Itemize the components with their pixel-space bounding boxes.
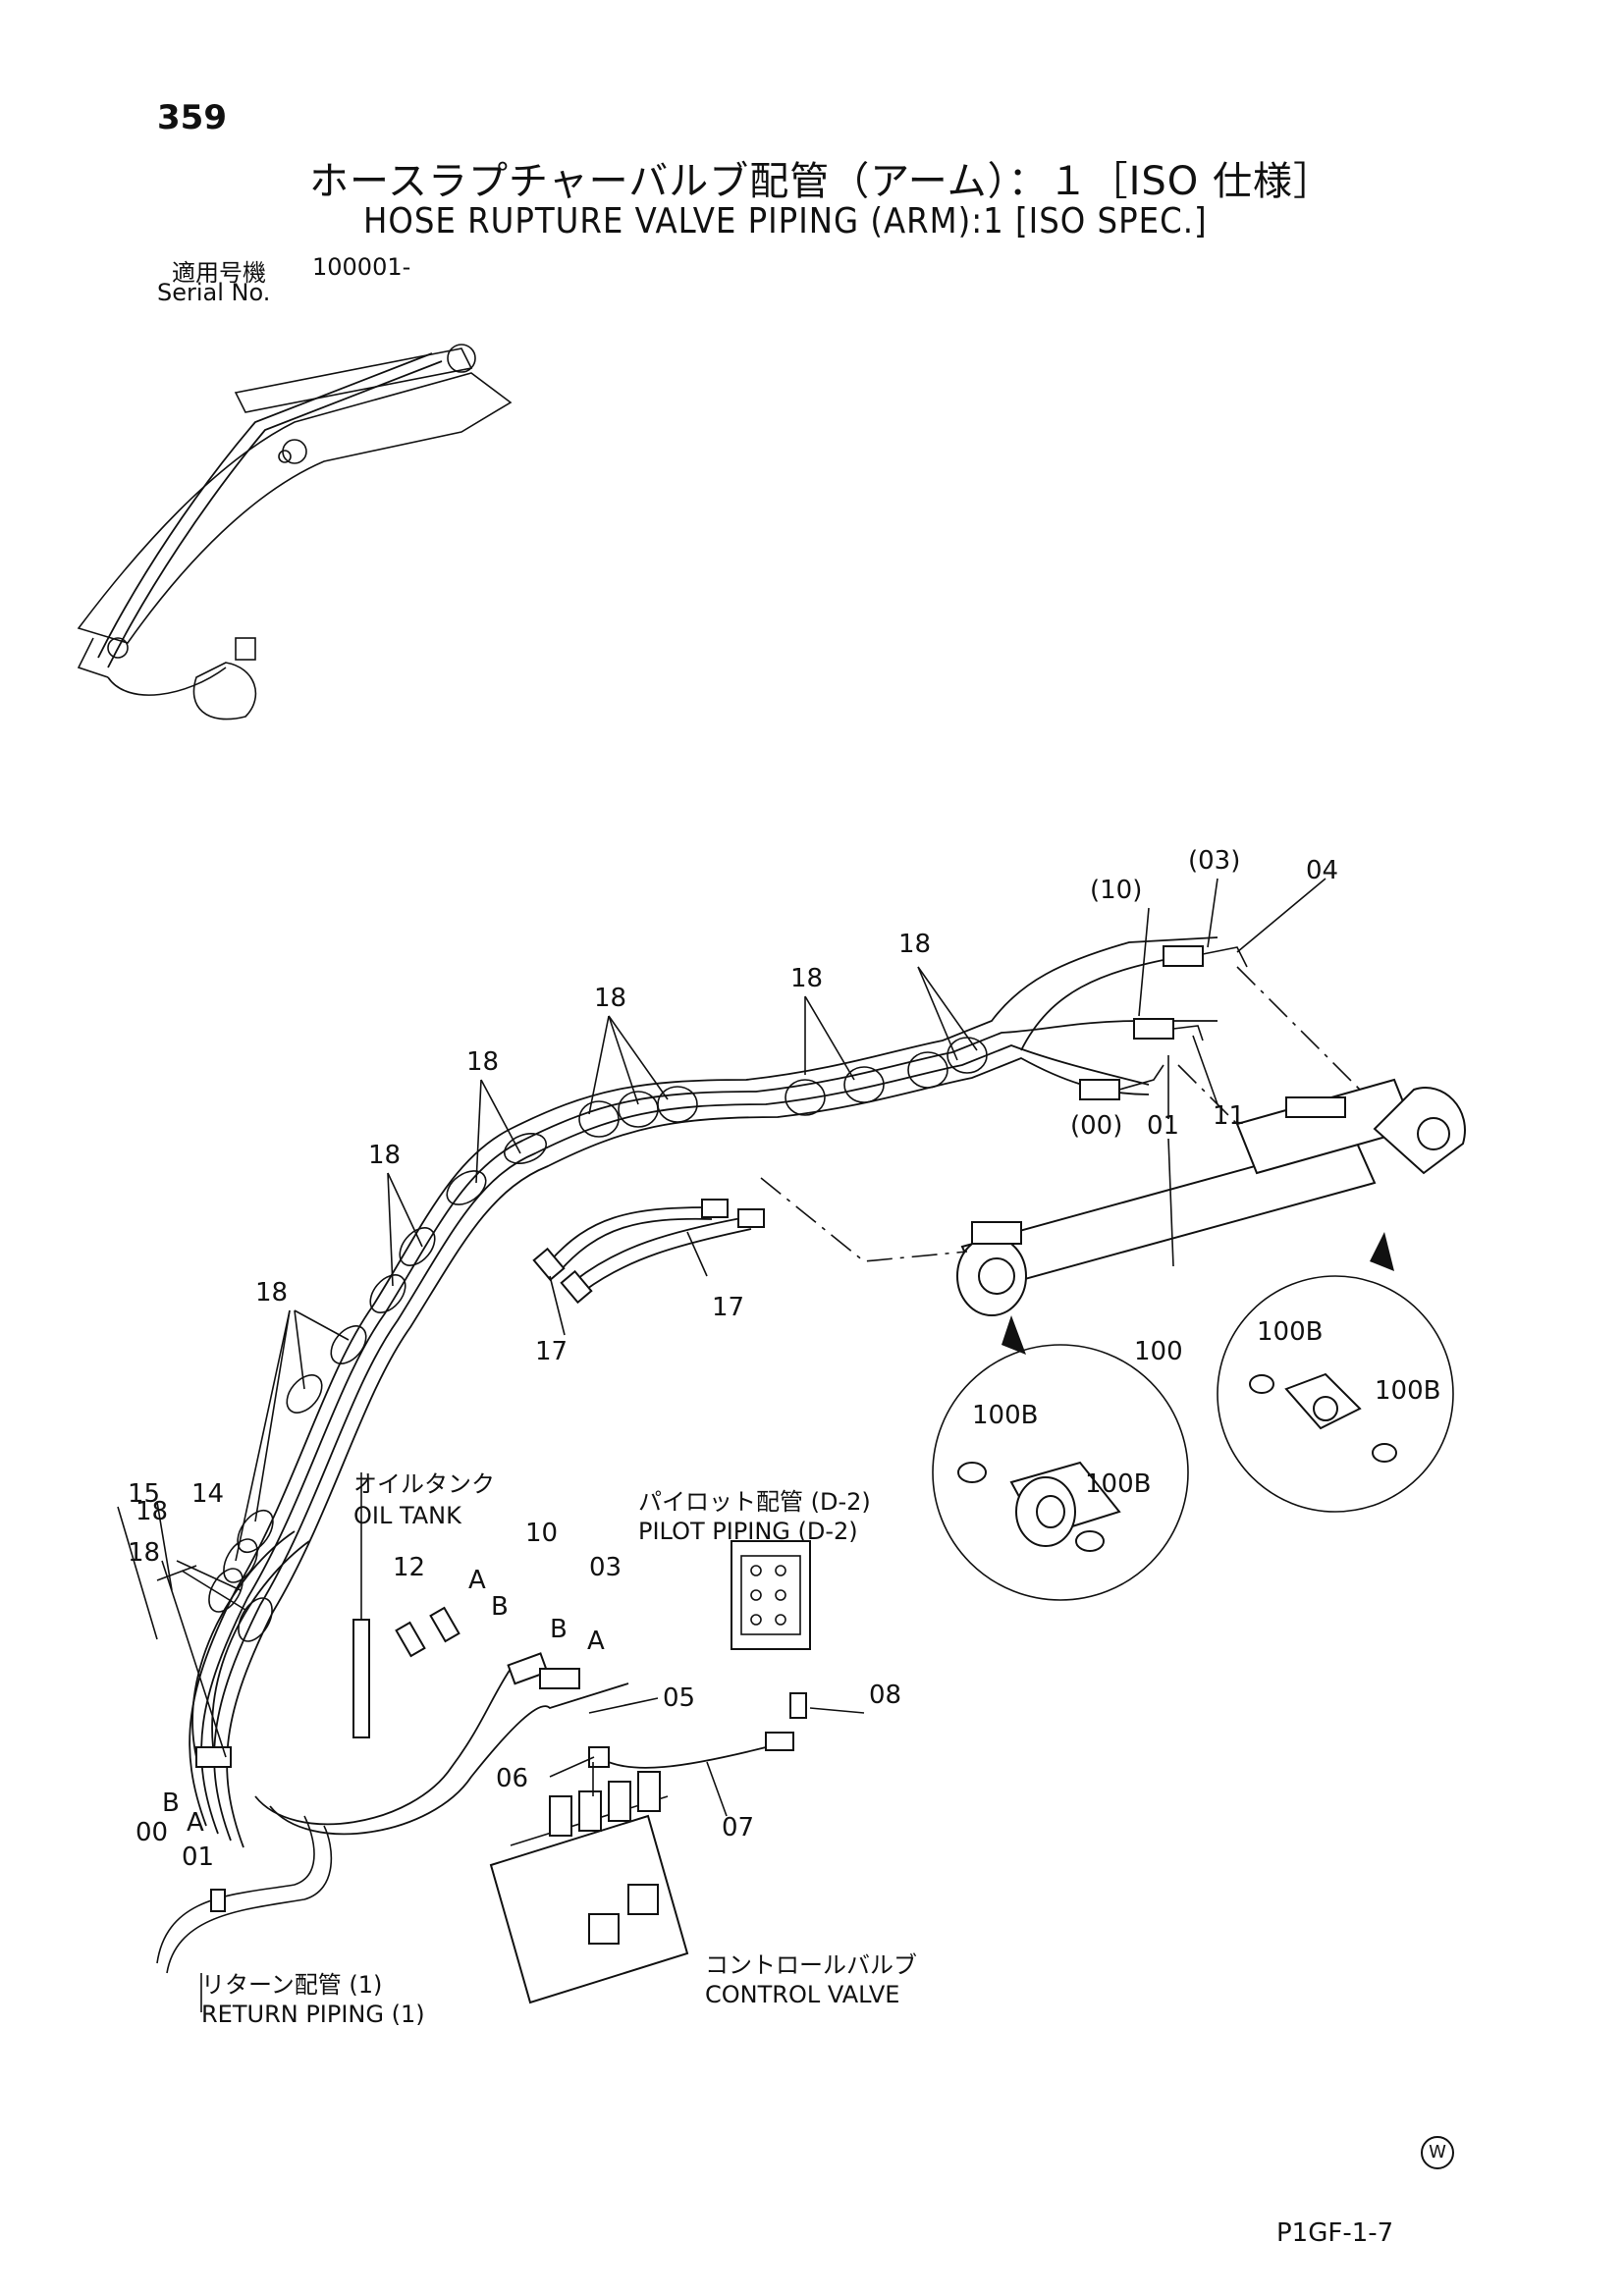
callout-17-b: 17 [712,1293,744,1322]
control-valve-label-jp: コントロールバルブ [705,1951,917,1979]
port-a-upper: A [468,1566,486,1595]
serial-label-english: Serial No. [157,279,271,306]
page-number: 359 [157,98,227,137]
callout-labels: 18 18 18 18 18 18 18 18 17 17 15 14 12 1… [128,846,1440,1872]
control-valve-label-en: CONTROL VALVE [705,1981,899,2008]
pilot-piping-label-jp: パイロット配管 (D-2) [638,1488,871,1516]
callout-04: 04 [1306,856,1338,885]
callout-15: 15 [128,1479,160,1509]
arm-cylinder [956,1078,1466,1316]
reference-labels: オイルタンク OIL TANK パイロット配管 (D-2) PILOT PIPI… [201,1470,917,2028]
callout-07: 07 [722,1813,754,1842]
callout-08: 08 [869,1681,901,1710]
callout-18-e: 18 [368,1141,401,1170]
title-japanese: ホースラプチャーバルブ配管（アーム）：１［ISO 仕様］ [309,159,1333,204]
port-a-lower: A [187,1808,204,1838]
diagram-code: P1GF-1-7 [1276,2218,1394,2248]
watermark-mark: W [1421,2136,1454,2169]
callout-leaders [117,878,1326,1817]
cylinder-hoses [1020,945,1248,1100]
callout-14: 14 [191,1479,224,1509]
return-pipe [156,1815,333,2012]
return-piping-label-jp: リターン配管 (1) [201,1971,382,1999]
callout-01-upper: 01 [1147,1111,1179,1141]
callout-10-parenthetical: (10) [1090,876,1142,905]
port-b-lower: B [162,1789,180,1818]
callout-01-lower: 01 [182,1842,214,1872]
oil-tank-label-en: OIL TANK [353,1502,462,1529]
callout-17-a: 17 [535,1337,568,1366]
oil-tank-label-jp: オイルタンク [353,1470,495,1498]
callout-18-f: 18 [255,1278,288,1308]
pilot-piping-label-en: PILOT PIPING (D-2) [638,1518,858,1545]
detail-circle-left [932,1315,1189,1601]
dash-leader [1177,1064,1238,1125]
port-b-mid: B [550,1615,568,1644]
dash-leader [1236,966,1366,1095]
callout-100: 100 [1134,1337,1183,1366]
callout-18-d: 18 [466,1047,499,1077]
callout-18-g: 18 [135,1497,168,1526]
dash-leader [760,1177,968,1262]
hose-harness [189,936,1218,1848]
port-a-mid: A [587,1627,605,1656]
callout-100b-b: 100B [1375,1376,1440,1406]
overview-thumbnail [77,344,513,721]
lower-hoses [191,1530,807,1836]
serial-value: 100001- [312,253,411,281]
callout-05: 05 [663,1683,695,1713]
callout-18-h: 18 [128,1538,160,1568]
callout-10: 10 [525,1519,558,1548]
callout-18-b: 18 [790,964,823,993]
port-b-upper: B [491,1592,509,1622]
pilot-valve-block [731,1540,811,1650]
callout-18-c: 18 [594,984,626,1013]
callout-100b-c: 100B [972,1401,1038,1430]
callout-06: 06 [496,1764,528,1793]
callout-18-a: 18 [898,930,931,959]
callout-100b-a: 100B [1257,1317,1323,1347]
callout-00: 00 [135,1818,168,1847]
detail-circle-right [1217,1232,1454,1513]
oil-tank-bracket [352,1472,370,1738]
callout-12: 12 [393,1553,425,1582]
serial-label-japanese: 適用号機 [172,259,266,287]
callout-03-parenthetical: (03) [1188,846,1240,876]
spare-hoses [532,1199,765,1305]
callout-11: 11 [1213,1101,1245,1131]
callout-00-parenthetical: (00) [1070,1111,1122,1141]
control-valve-block [489,1762,689,2004]
return-piping-label-en: RETURN PIPING (1) [201,2001,425,2028]
callout-03: 03 [589,1553,622,1582]
callout-100b-d: 100B [1085,1469,1151,1499]
title-english: HOSE RUPTURE VALVE PIPING (ARM):1 [ISO S… [363,201,1208,241]
